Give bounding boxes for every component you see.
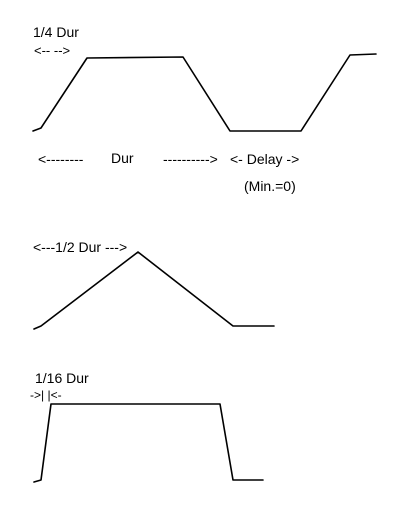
quarter-dur-label: 1/4 Dur [33, 24, 79, 40]
quarter-dur-arrow: <-- --> [34, 43, 71, 58]
dur-label: Dur [111, 150, 134, 166]
triangle-waveform [33, 251, 275, 330]
sixteenth-dur-arrows: ->| |<- [30, 388, 62, 402]
delay-label: <- Delay -> [230, 151, 300, 167]
trapezoid-waveform [32, 53, 377, 132]
pulse-waveform [33, 403, 264, 483]
dur-right-arrow: ----------> [163, 151, 218, 167]
min-label: (Min.=0) [244, 178, 296, 194]
half-dur-label: <---1/2 Dur ---> [33, 239, 128, 255]
sixteenth-dur-label: 1/16 Dur [35, 370, 89, 386]
dur-left-arrow: <-------- [38, 151, 84, 167]
